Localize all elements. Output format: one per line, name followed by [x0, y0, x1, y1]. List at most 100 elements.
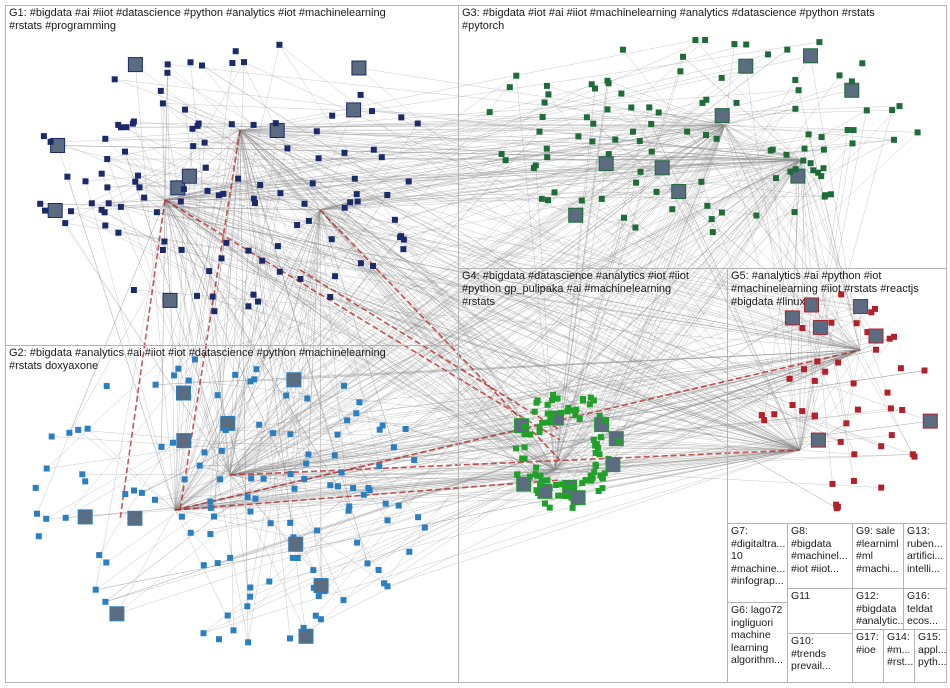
node	[536, 128, 543, 135]
node	[187, 59, 194, 66]
edge	[164, 199, 349, 511]
edge	[593, 439, 801, 451]
node	[162, 292, 178, 308]
node	[591, 469, 598, 476]
edge	[164, 55, 811, 201]
edge	[253, 294, 556, 471]
edge	[199, 465, 231, 476]
node	[838, 291, 845, 298]
node	[331, 452, 338, 459]
node	[288, 536, 304, 552]
edge	[554, 80, 608, 471]
node	[921, 367, 928, 374]
edge	[724, 81, 852, 126]
edge	[189, 175, 321, 211]
node	[43, 515, 50, 522]
edge	[239, 129, 602, 425]
node	[801, 366, 807, 373]
edge	[139, 187, 556, 471]
edge	[239, 129, 531, 477]
edge	[686, 131, 861, 351]
edge	[164, 199, 419, 518]
edge	[319, 209, 322, 586]
group-panel-g3: G3: #bigdata #iot #ai #iiot #machinelear…	[458, 5, 947, 269]
edge	[225, 429, 801, 451]
edge	[229, 420, 348, 476]
edges	[36, 39, 931, 643]
node	[77, 509, 93, 525]
edge	[308, 209, 321, 455]
edge	[174, 201, 358, 511]
edge	[181, 249, 801, 451]
edge	[174, 458, 525, 511]
node	[816, 39, 823, 46]
node	[544, 401, 551, 408]
node	[621, 214, 627, 221]
edge	[229, 370, 925, 476]
node	[354, 539, 361, 546]
edge	[269, 209, 321, 582]
node	[228, 121, 235, 128]
edge	[293, 159, 801, 538]
node	[152, 381, 159, 388]
edge	[164, 199, 567, 488]
node	[194, 292, 200, 299]
edge	[51, 436, 556, 471]
edge	[133, 289, 861, 351]
edge	[260, 159, 801, 186]
edge	[401, 117, 801, 451]
node	[891, 136, 897, 143]
node	[648, 121, 655, 127]
edge	[174, 452, 205, 511]
edge	[595, 449, 801, 465]
group-label-g12: G12: #bigdata #analytic...	[856, 590, 904, 627]
edge-highlight	[229, 449, 801, 476]
node	[178, 513, 185, 520]
node	[384, 517, 391, 524]
node	[702, 37, 709, 43]
node	[896, 103, 903, 110]
group-label-g9: G9: sale #learniml #ml #machi...	[856, 525, 899, 575]
edge	[229, 236, 402, 476]
edge	[172, 442, 801, 451]
edge	[199, 465, 231, 476]
edge	[229, 131, 634, 476]
node	[227, 554, 234, 561]
edge	[789, 349, 861, 380]
edge	[313, 349, 861, 589]
edge	[164, 109, 608, 201]
edge	[57, 145, 801, 161]
edge	[319, 129, 848, 211]
node	[277, 190, 284, 197]
edge	[229, 151, 652, 476]
edge	[695, 39, 801, 161]
edge	[319, 209, 837, 509]
edge	[724, 108, 796, 126]
node	[303, 460, 310, 467]
node	[341, 149, 348, 156]
edge	[319, 191, 679, 211]
edge	[554, 469, 882, 488]
edge	[164, 61, 245, 201]
edge	[287, 124, 726, 149]
edge	[229, 429, 519, 476]
node	[170, 439, 176, 446]
edge	[164, 199, 295, 489]
group-label-g8: G8: #bigdata #machinel... #iot #iiot...	[791, 525, 848, 575]
node	[799, 408, 806, 415]
edge	[239, 129, 606, 422]
node	[247, 593, 254, 600]
edge	[239, 39, 696, 131]
edge	[174, 271, 281, 511]
node	[878, 443, 885, 450]
edge	[554, 55, 811, 471]
node	[803, 48, 818, 64]
edge	[253, 124, 726, 199]
edge	[164, 199, 344, 601]
node	[804, 297, 819, 313]
edge	[554, 149, 773, 471]
node	[837, 438, 844, 445]
node	[708, 216, 715, 223]
edge	[403, 239, 861, 351]
edge	[678, 191, 801, 451]
